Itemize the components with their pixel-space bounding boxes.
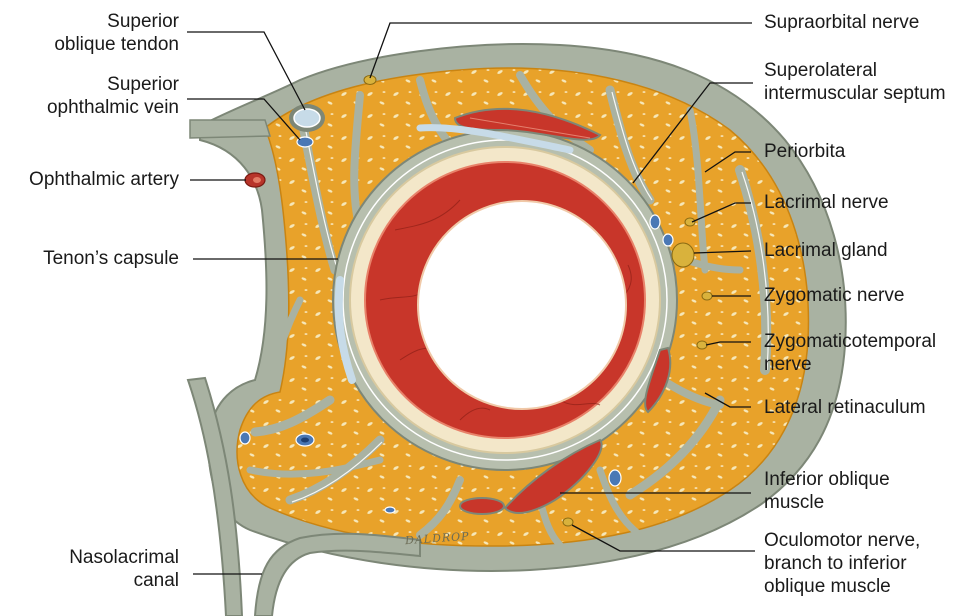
label-lacrimal-nerve: Lacrimal nerve [764, 191, 889, 214]
label-superolateral-intermuscular-septum: Superolateral intermuscular septum [764, 59, 946, 105]
label-superior-oblique-tendon: Superior oblique tendon [54, 10, 179, 56]
label-lacrimal-gland: Lacrimal gland [764, 239, 888, 262]
globe-cavity [418, 201, 626, 409]
label-zygomaticotemporal-nerve: Zygomaticotemporal nerve [764, 330, 936, 376]
label-superior-ophthalmic-vein: Superior ophthalmic vein [47, 73, 179, 119]
label-supraorbital-nerve: Supraorbital nerve [764, 11, 919, 34]
oculomotor-nerve-shape [563, 518, 573, 526]
label-nasolacrimal-canal: Nasolacrimal canal [69, 546, 179, 592]
nasolacrimal-canal-shape [255, 534, 420, 616]
label-lateral-retinaculum: Lateral retinaculum [764, 396, 926, 419]
zygomatic-nerve-shape [702, 292, 712, 300]
label-periorbita: Periorbita [764, 140, 845, 163]
ophthalmic-artery-shape [245, 173, 265, 187]
label-inferior-oblique-muscle: Inferior oblique muscle [764, 468, 890, 514]
zygomaticotemporal-nerve-shape [697, 341, 707, 349]
inferior-rectus-muscle [460, 498, 504, 514]
lacrimal-gland-shape [672, 243, 694, 267]
label-oculomotor-nerve-branch: Oculomotor nerve, branch to inferior obl… [764, 529, 920, 598]
label-ophthalmic-artery: Ophthalmic artery [29, 168, 179, 191]
label-tenons-capsule: Tenon’s capsule [43, 247, 179, 270]
superior-oblique-tendon-shape [289, 104, 325, 132]
label-zygomatic-nerve: Zygomatic nerve [764, 284, 904, 307]
